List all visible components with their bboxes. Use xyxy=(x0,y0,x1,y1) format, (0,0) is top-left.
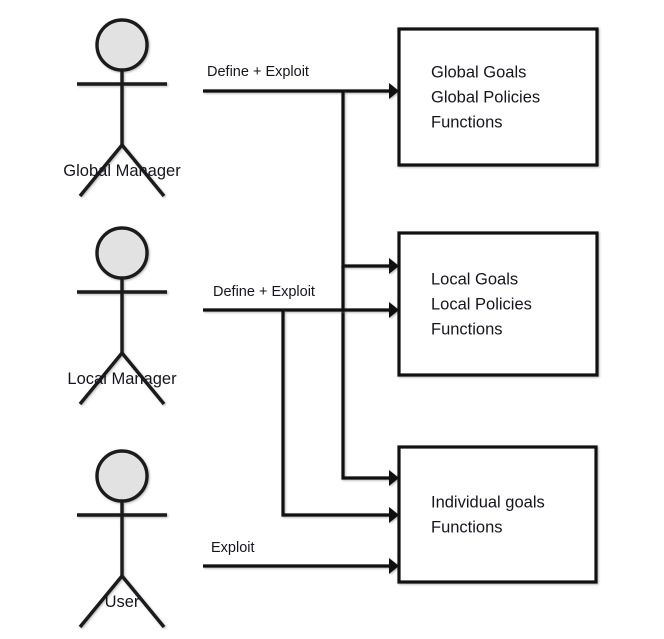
flow-label: Define + Exploit xyxy=(213,284,315,300)
flow-connector xyxy=(203,302,399,318)
actor-leg-right xyxy=(120,574,166,629)
arrow-head-icon xyxy=(389,558,399,574)
actor-leg-right xyxy=(120,143,166,198)
usecase-text-line: Local Policies xyxy=(431,296,532,314)
flow-connector xyxy=(203,558,399,574)
flow-line xyxy=(281,310,390,517)
flow-connector xyxy=(341,266,399,486)
flow-connector xyxy=(341,91,399,274)
actor-label: User xyxy=(105,593,140,611)
actor-label: Local Manager xyxy=(67,370,177,388)
usecase-text-line: Functions xyxy=(431,114,503,132)
arrow-head-icon xyxy=(389,83,399,99)
usecase-text-line: Local Goals xyxy=(431,271,518,289)
usecase-box-outline xyxy=(397,231,599,377)
arrow-head-icon xyxy=(389,507,399,523)
actor-global-manager[interactable] xyxy=(77,18,167,198)
flow-connector xyxy=(203,83,399,99)
arrow-head-icon xyxy=(389,302,399,318)
usecase-box-outline xyxy=(397,445,598,584)
actor-leg-left xyxy=(78,143,124,198)
flow-line xyxy=(341,91,390,268)
usecase-box-outline xyxy=(397,27,599,167)
usecase-text-line: Individual goals xyxy=(431,494,545,512)
actor-leg-left xyxy=(78,351,124,406)
usecase-text-line: Functions xyxy=(431,519,503,537)
actor-head-icon xyxy=(95,18,149,72)
flow-line xyxy=(341,266,390,480)
usecase-text-line: Global Goals xyxy=(431,64,526,82)
flow-label: Exploit xyxy=(211,540,255,556)
flow-label: Define + Exploit xyxy=(207,64,309,80)
actor-label: Global Manager xyxy=(63,162,181,180)
arrow-head-icon xyxy=(389,258,399,274)
usecase-text-line: Global Policies xyxy=(431,89,540,107)
usecase-text-line: Functions xyxy=(431,321,503,339)
actor-local-manager[interactable] xyxy=(77,226,167,406)
actor-head-icon xyxy=(95,449,149,503)
actor-leg-right xyxy=(120,351,166,406)
actor-leg-left xyxy=(78,574,124,629)
flow-connector xyxy=(281,310,399,523)
actor-user[interactable] xyxy=(77,449,167,629)
actor-head-icon xyxy=(95,226,149,280)
arrow-head-icon xyxy=(389,470,399,486)
